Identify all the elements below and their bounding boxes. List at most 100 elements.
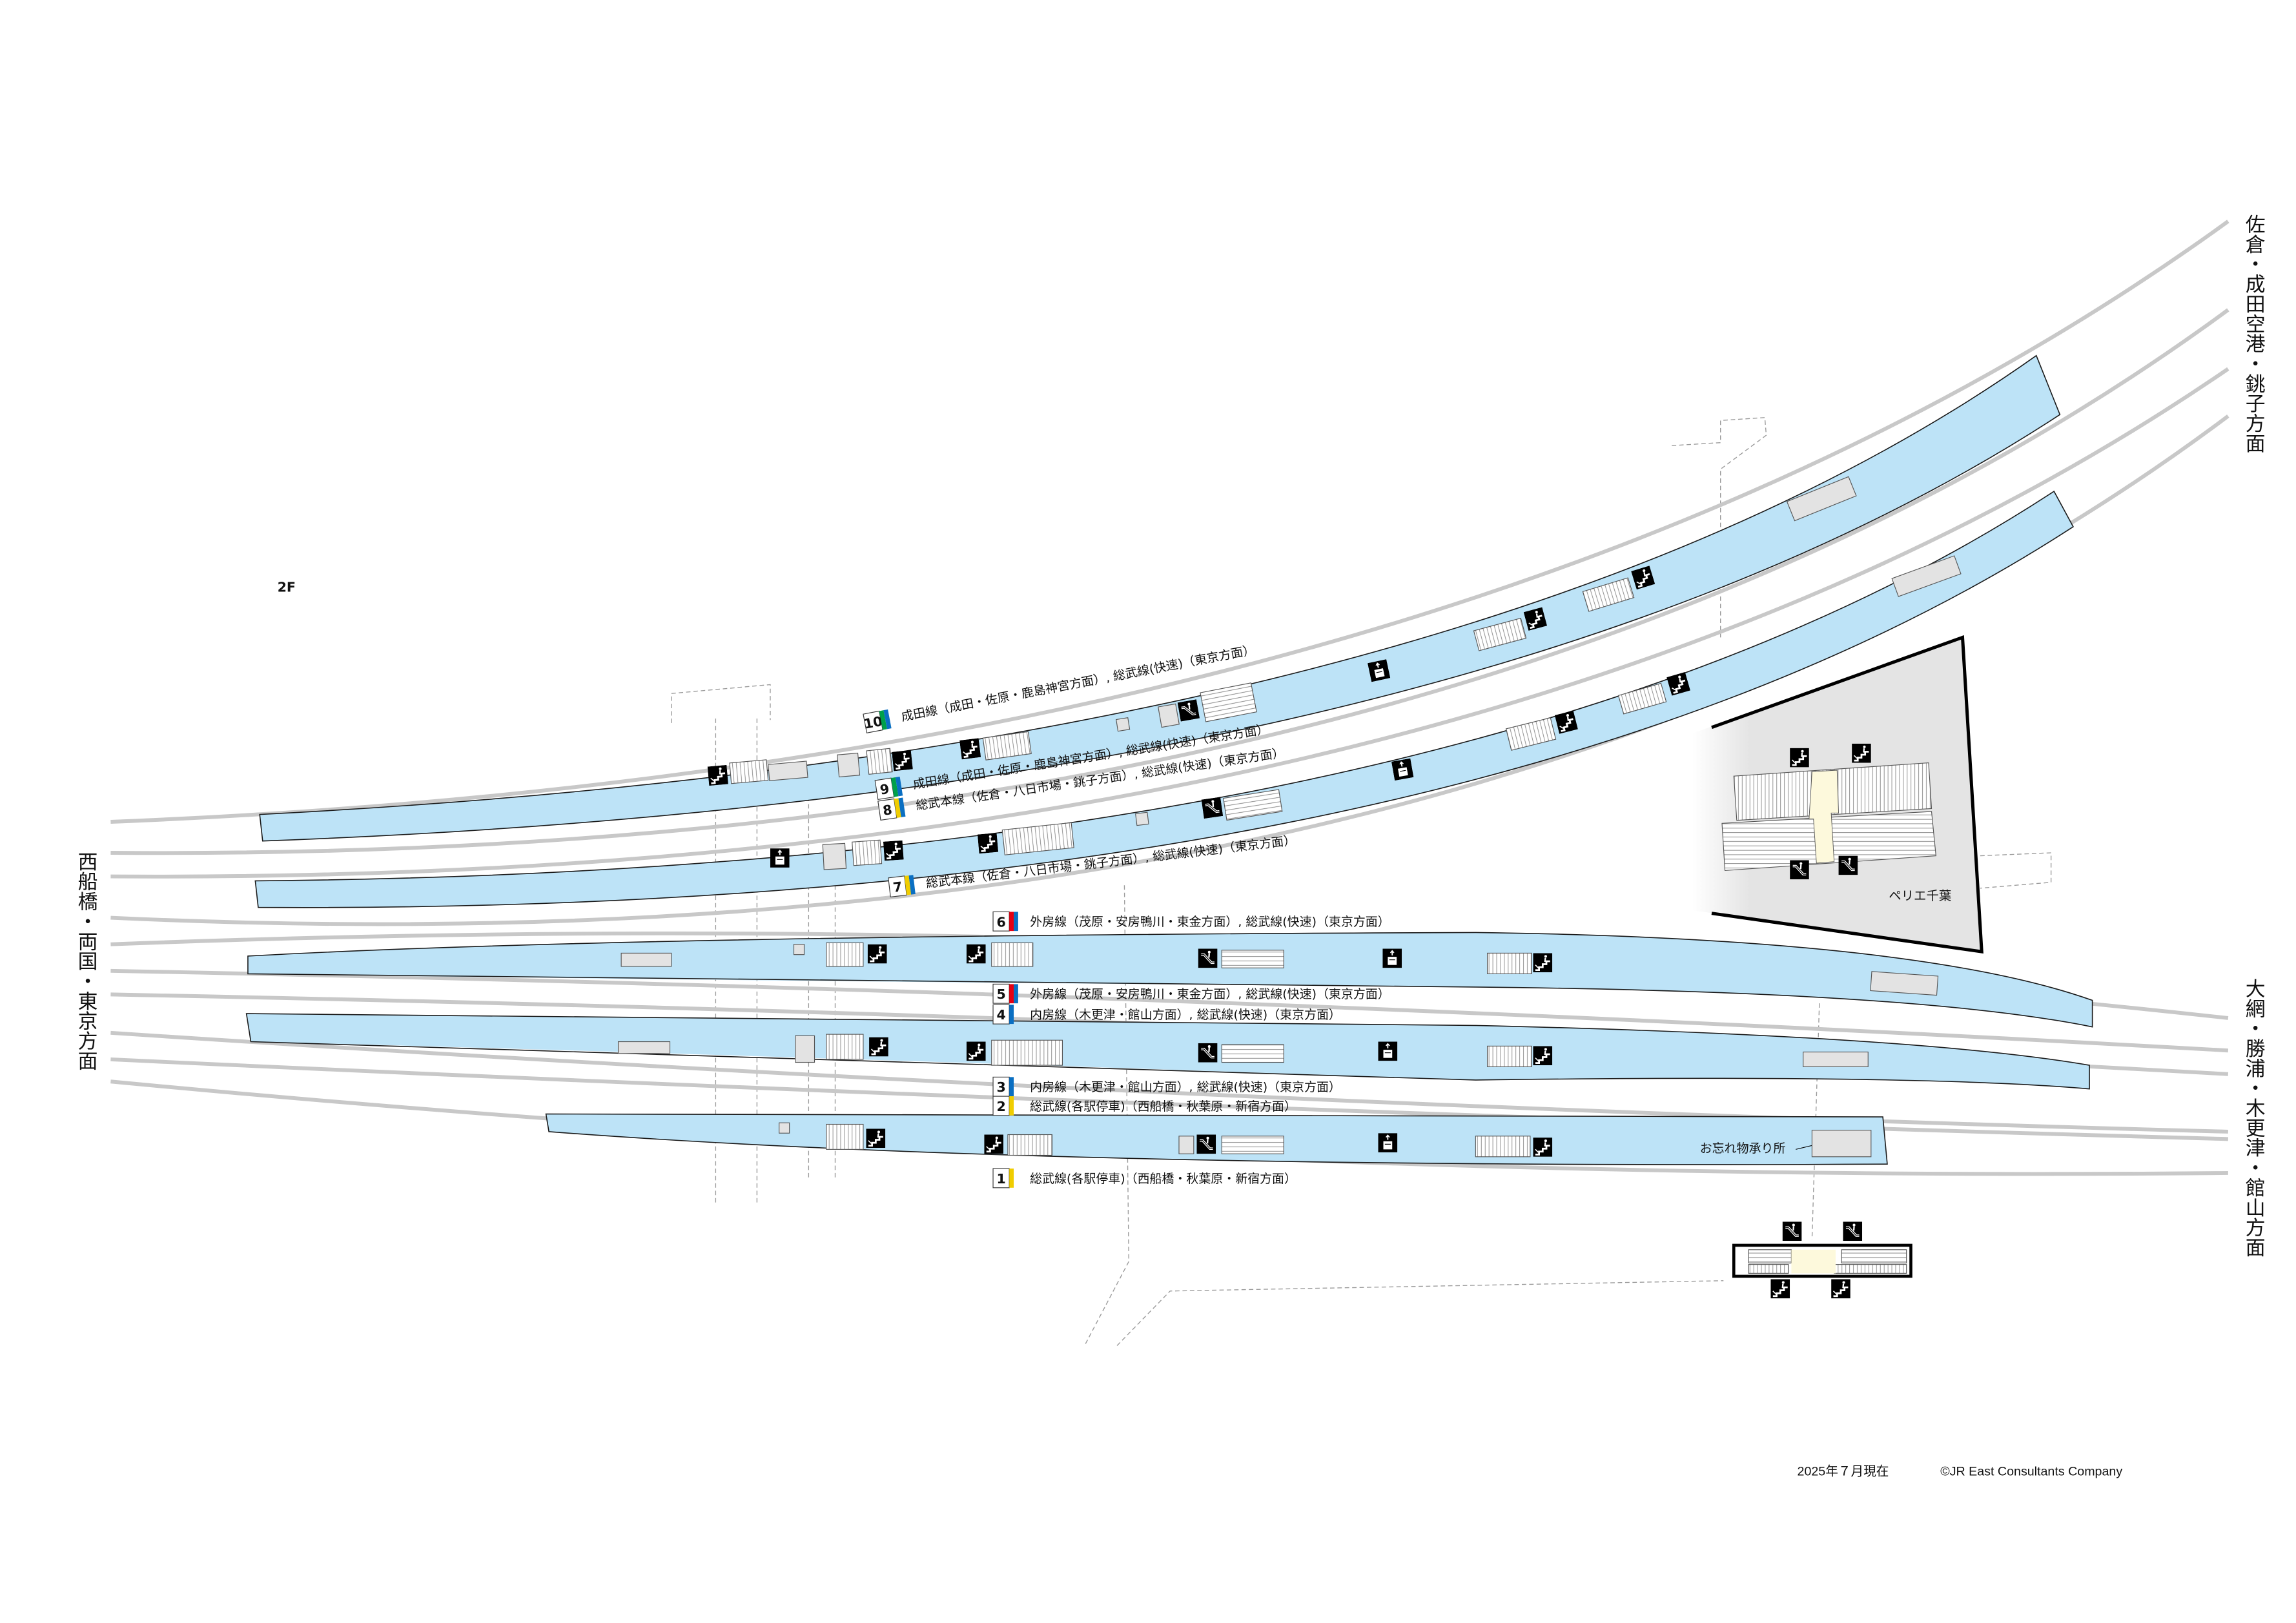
line-color-bar xyxy=(1009,912,1014,932)
platforms xyxy=(245,354,2093,1165)
track-10 xyxy=(110,219,2229,824)
escalator-icon[interactable] xyxy=(1782,1221,1802,1241)
track-3 xyxy=(110,1030,2228,1134)
platform-7-8 xyxy=(254,490,2074,908)
gray-box xyxy=(1135,812,1149,826)
line-color-bar xyxy=(1009,1005,1014,1025)
platform-number: 1 xyxy=(996,1171,1005,1187)
gray-box xyxy=(1786,476,1857,522)
escalator-icon[interactable] xyxy=(1177,699,1200,722)
line-color-bar xyxy=(904,875,912,895)
esc-block xyxy=(1200,682,1257,722)
line-color-bar xyxy=(1009,1169,1014,1188)
footer-copyright: ©JR East Consultants Company xyxy=(1940,1464,2122,1478)
gray-box xyxy=(768,760,808,781)
elevator-icon[interactable] xyxy=(770,848,790,868)
gray-box xyxy=(795,1035,815,1063)
platform-destination: 総武線(各駅停車)（西船橋・秋葉原・新宿方面） xyxy=(1030,1099,1297,1114)
stairs-icon[interactable] xyxy=(1533,953,1553,973)
elevator-icon[interactable] xyxy=(1368,659,1391,682)
esc-block xyxy=(1221,1044,1284,1063)
stair-block xyxy=(1475,1136,1531,1158)
stairs-icon[interactable] xyxy=(866,1128,886,1148)
stairs-icon[interactable] xyxy=(1533,1138,1553,1157)
escalator-icon[interactable] xyxy=(1838,855,1858,875)
floor-label: 2F xyxy=(278,579,296,595)
gray-box xyxy=(822,842,847,870)
elevator-icon[interactable] xyxy=(1391,758,1414,781)
stair-block xyxy=(826,1034,864,1060)
stair-block xyxy=(852,839,883,866)
escalator-icon[interactable] xyxy=(1198,1043,1218,1063)
direction-northeast: 佐倉・成田空港・銚子方面 xyxy=(2242,214,2265,453)
platform-number: 2 xyxy=(996,1099,1005,1114)
esc-block xyxy=(1223,789,1283,821)
platform-number: 6 xyxy=(996,914,1005,930)
escalator-icon[interactable] xyxy=(1201,797,1224,819)
platform-number-box xyxy=(992,1168,1010,1189)
gray-box xyxy=(1891,555,1962,597)
platform-number-box xyxy=(992,1004,1010,1025)
perrier-concourse xyxy=(1809,770,1840,864)
platform-number-box xyxy=(888,875,907,897)
stair-block xyxy=(1487,952,1532,974)
gray-box xyxy=(1116,717,1131,732)
platform-destination: 外房線（茂原・安房鴨川・東金方面）, 総武線(快速)（東京方面） xyxy=(1030,987,1390,1001)
escalator-icon[interactable] xyxy=(1196,1134,1216,1154)
stairs-icon[interactable] xyxy=(1770,1279,1790,1299)
stair-block xyxy=(1007,1134,1053,1156)
platform-number: 3 xyxy=(996,1079,1005,1095)
platform-number-box xyxy=(992,983,1010,1004)
stair-block xyxy=(1505,717,1557,751)
stair-block xyxy=(1001,822,1074,855)
line-color-bar xyxy=(1009,1096,1014,1116)
gray-box xyxy=(617,1041,671,1054)
stairs-icon[interactable] xyxy=(1790,748,1809,768)
elevator-icon[interactable] xyxy=(1378,1041,1398,1061)
platform-1-2 xyxy=(545,1113,1888,1165)
stairs-icon[interactable] xyxy=(966,944,986,964)
stairs-icon[interactable] xyxy=(984,1134,1004,1154)
stairs-icon[interactable] xyxy=(1533,1046,1553,1066)
platform-label-5: 5 外房線（茂原・安房鴨川・東金方面）, 総武線(快速)（東京方面） xyxy=(992,983,1390,1004)
stairs-icon[interactable] xyxy=(867,944,887,964)
stairs-icon[interactable] xyxy=(959,738,981,760)
gray-box xyxy=(837,752,861,778)
track-5 xyxy=(110,968,2229,1053)
facilities-layer xyxy=(617,476,1962,1299)
platform-5-6 xyxy=(247,932,2093,1028)
stairs-icon[interactable] xyxy=(707,764,728,786)
gray-box xyxy=(1811,1130,1872,1158)
gray-box xyxy=(1803,1051,1869,1067)
escalator-icon[interactable] xyxy=(1198,948,1218,968)
line-color-bar xyxy=(894,798,901,818)
stairs-icon[interactable] xyxy=(966,1041,986,1061)
stairs-icon[interactable] xyxy=(869,1037,888,1057)
line-color-bar xyxy=(1009,1077,1014,1097)
esc-block xyxy=(1221,950,1284,968)
line-color-bar xyxy=(895,776,903,797)
perrier-chiba-building: ペリエ千葉 xyxy=(1692,635,1983,954)
stair-block xyxy=(982,731,1032,760)
platform-number: 7 xyxy=(892,879,903,895)
stair-block xyxy=(991,942,1034,967)
stair-block xyxy=(1617,682,1667,715)
platform-number: 4 xyxy=(996,1007,1005,1023)
gray-box xyxy=(793,944,805,955)
line-color-bar xyxy=(883,709,892,730)
stairs-icon[interactable] xyxy=(1831,1279,1850,1299)
elevator-icon[interactable] xyxy=(1382,948,1402,968)
escalator-icon[interactable] xyxy=(1790,860,1809,880)
stairs-icon[interactable] xyxy=(1852,743,1871,763)
escalator-icon[interactable] xyxy=(1843,1221,1863,1241)
stairs-icon[interactable] xyxy=(892,750,913,771)
stairs-icon[interactable] xyxy=(977,833,999,854)
elevator-icon[interactable] xyxy=(1378,1133,1398,1152)
stairs-icon[interactable] xyxy=(883,840,904,861)
platform-number: 5 xyxy=(996,986,1005,1002)
